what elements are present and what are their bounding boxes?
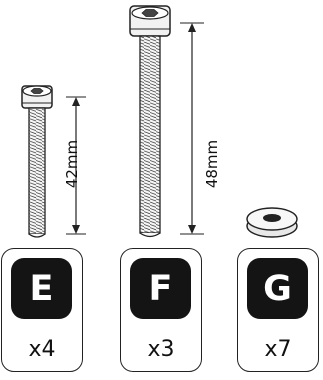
dimension-f [180, 22, 204, 235]
part-quantity: x3 [147, 337, 175, 362]
part-card-g: G x7 [237, 248, 319, 372]
part-letter-badge: E [11, 258, 72, 319]
part-card-f: F x3 [120, 248, 202, 372]
part-letter-badge: G [247, 258, 308, 319]
dimension-e [66, 96, 86, 235]
part-card-e: E x4 [1, 248, 83, 372]
part-quantity: x7 [264, 337, 292, 362]
length-label-f: 48mm [203, 139, 221, 189]
bolt-f [129, 5, 171, 238]
washer-g [246, 207, 298, 238]
part-quantity: x4 [28, 337, 56, 362]
part-letter-badge: F [130, 258, 191, 319]
bolt-e [21, 85, 53, 238]
length-label-e: 42mm [63, 139, 81, 189]
